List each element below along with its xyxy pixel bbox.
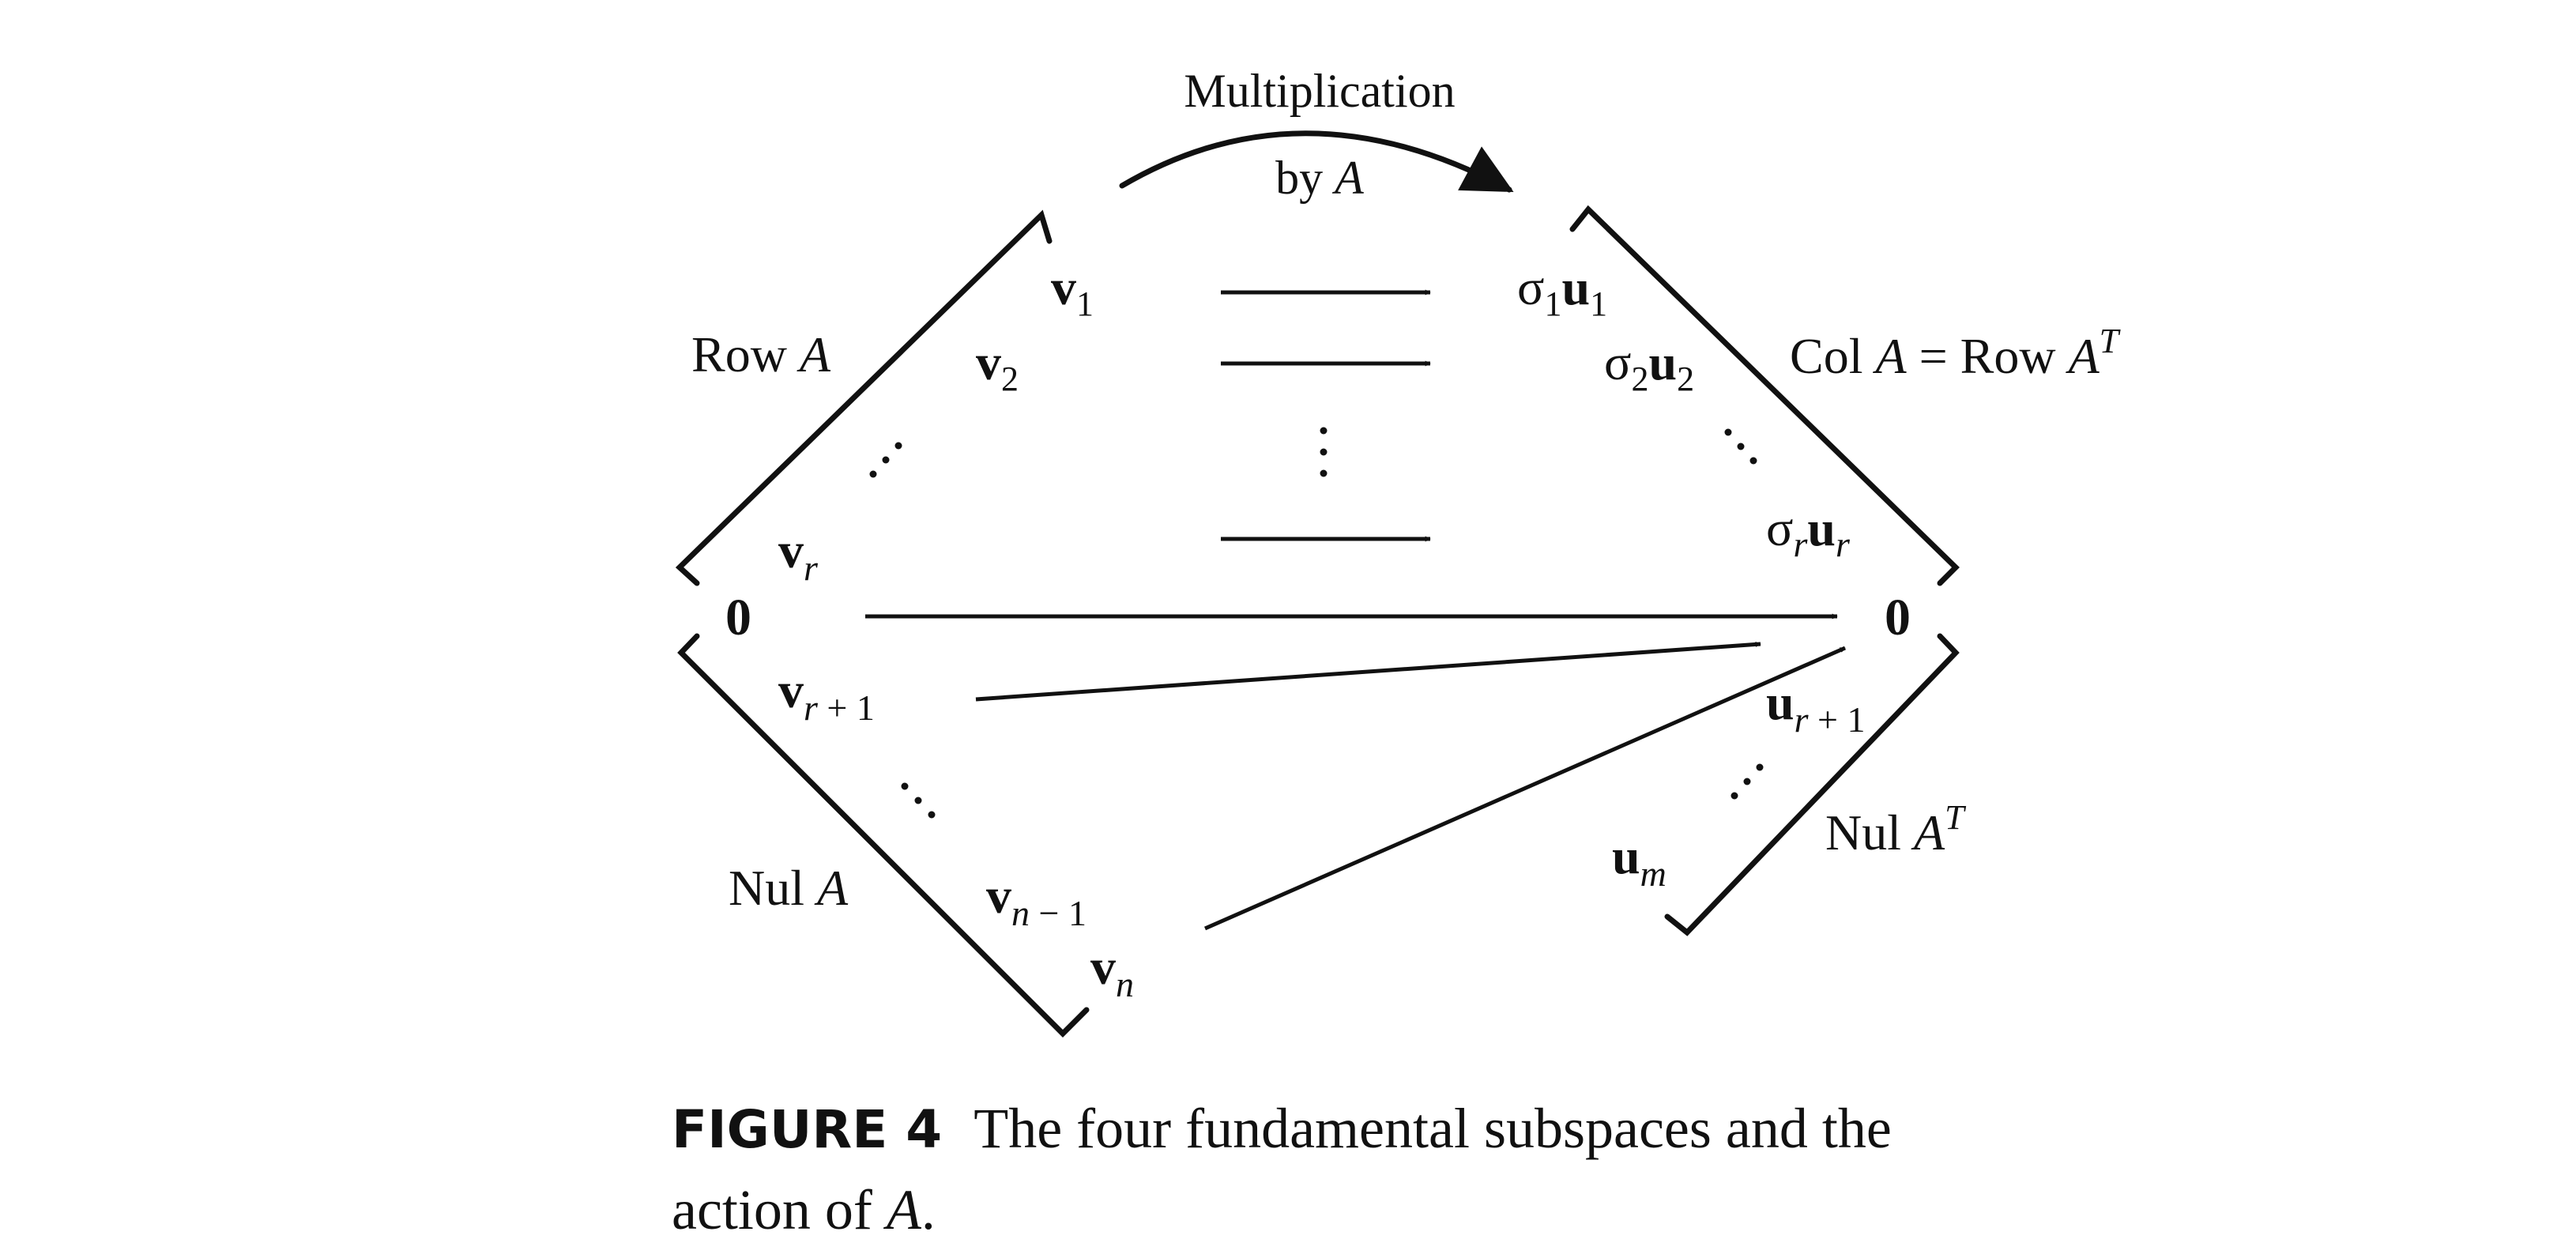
arrow-vn-to-zero bbox=[1203, 646, 1847, 931]
nul-at-bracket bbox=[1664, 633, 1960, 936]
col-a-label: Col A = Row AT bbox=[1790, 322, 2122, 384]
sigma2-u2-label: σ2u2 bbox=[1604, 334, 1694, 398]
vr-label: vr bbox=[778, 522, 819, 588]
nul-a-label: Nul A bbox=[729, 860, 849, 916]
um-label: um bbox=[1612, 828, 1666, 894]
right-upper-ellipsis bbox=[1724, 428, 1757, 465]
row-a-bracket bbox=[675, 209, 1053, 586]
right-lower-ellipsis bbox=[1731, 763, 1764, 800]
v1-label: v1 bbox=[1051, 259, 1094, 323]
multiplication-curve-arrow bbox=[1119, 130, 1514, 193]
caption-line2: action of A. bbox=[672, 1178, 936, 1241]
vr1-label: vr + 1 bbox=[778, 662, 875, 728]
left-upper-ellipsis bbox=[869, 442, 902, 478]
vn1-label: vn − 1 bbox=[986, 868, 1087, 933]
sigmar-ur-label: σrur bbox=[1766, 500, 1851, 564]
v2-label: v2 bbox=[976, 334, 1019, 398]
left-lower-ellipsis bbox=[901, 782, 936, 819]
col-a-bracket bbox=[1569, 205, 1960, 586]
ur1-label: ur + 1 bbox=[1766, 674, 1865, 740]
top-label-line1: Multiplication bbox=[1184, 65, 1455, 117]
nul-at-label: Nul AT bbox=[1825, 798, 1967, 861]
row-a-label: Row A bbox=[691, 326, 831, 382]
zero-left: 0 bbox=[725, 589, 751, 646]
zero-right: 0 bbox=[1885, 589, 1911, 646]
arrow-vr1-to-zero bbox=[975, 641, 1761, 702]
top-label-line2: by A bbox=[1275, 152, 1364, 204]
middle-vertical-ellipsis bbox=[1320, 427, 1328, 477]
vn-label: vn bbox=[1090, 939, 1134, 1004]
sigma1-u1-label: σ1u1 bbox=[1517, 259, 1607, 323]
nul-a-bracket bbox=[677, 633, 1090, 1038]
